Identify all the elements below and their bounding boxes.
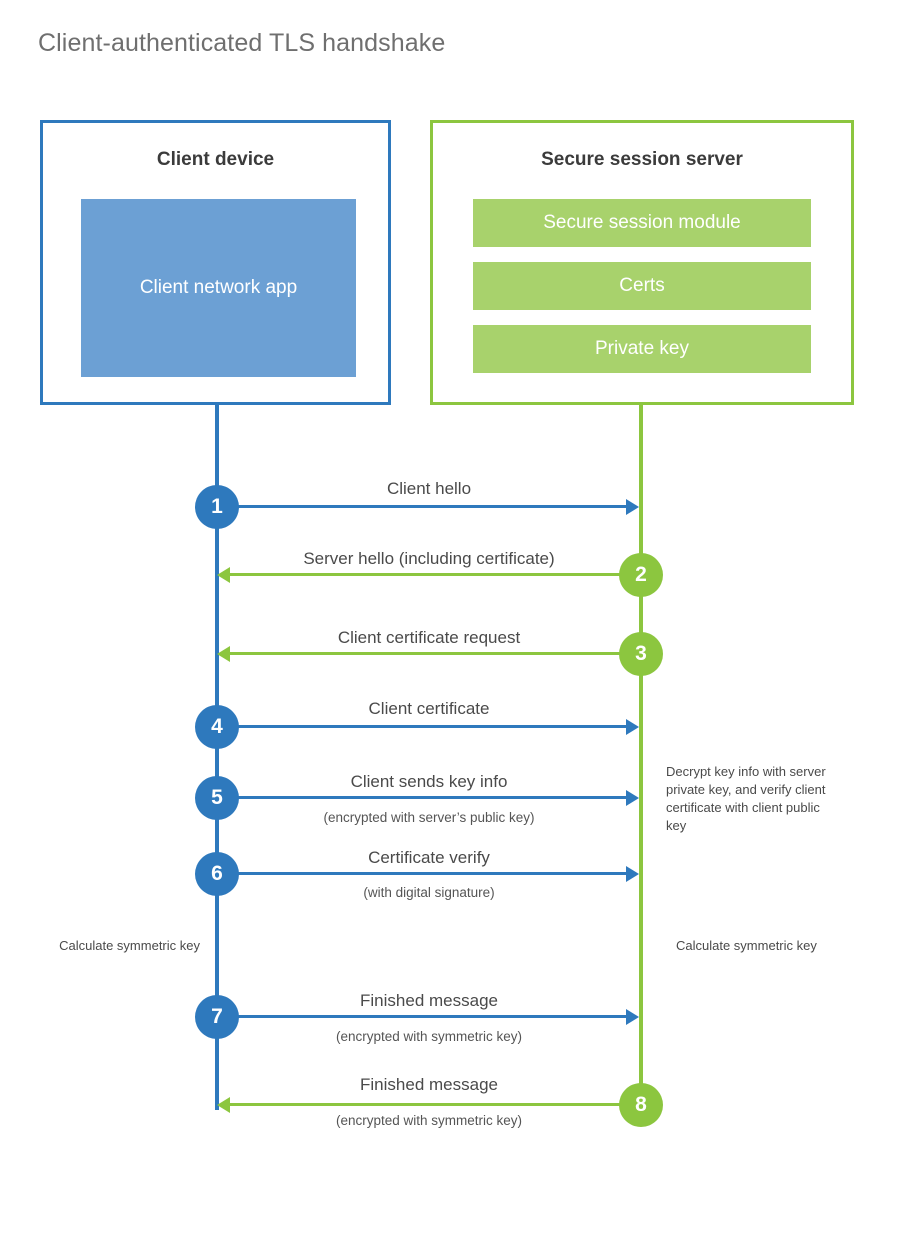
client-lifeline bbox=[215, 405, 219, 1110]
step-7-arrow-head bbox=[626, 1009, 639, 1025]
secure-session-server-box: Secure session server Secure session mod… bbox=[430, 120, 854, 405]
step-6-marker: 6 bbox=[195, 852, 239, 896]
secure-session-module-label: Secure session module bbox=[543, 212, 741, 233]
step-3-marker: 3 bbox=[619, 632, 663, 676]
private-key-label: Private key bbox=[595, 338, 689, 359]
step-7-sublabel: (encrypted with symmetric key) bbox=[335, 1029, 523, 1044]
step-8-sublabel: (encrypted with symmetric key) bbox=[335, 1113, 523, 1128]
step-5-marker: 5 bbox=[195, 776, 239, 820]
step-1-arrow-line bbox=[217, 505, 626, 508]
step-7-arrow-line bbox=[217, 1015, 626, 1018]
step-8-arrow-line bbox=[230, 1103, 641, 1106]
certs-label: Certs bbox=[619, 275, 665, 296]
secure-session-server-title: Secure session server bbox=[541, 149, 743, 170]
step-2-arrow-head bbox=[217, 567, 230, 583]
step-2-marker: 2 bbox=[619, 553, 663, 597]
private-key-block: Private key bbox=[473, 325, 811, 373]
step-5-arrow-line bbox=[217, 796, 626, 799]
client-device-title: Client device bbox=[156, 149, 275, 170]
server-lifeline bbox=[639, 405, 643, 1105]
step-4-label: Client certificate bbox=[368, 699, 490, 718]
secure-session-module-block: Secure session module bbox=[473, 199, 811, 247]
page-title: Client-authenticated TLS handshake bbox=[38, 29, 446, 57]
step-7-number: 7 bbox=[211, 1005, 223, 1028]
step-8-marker: 8 bbox=[619, 1083, 663, 1127]
certs-block: Certs bbox=[473, 262, 811, 310]
step-3-label: Client certificate request bbox=[337, 628, 521, 647]
step-4-arrow-head bbox=[626, 719, 639, 735]
step-6-arrow-head bbox=[626, 866, 639, 882]
step-4-number: 4 bbox=[211, 715, 223, 738]
step-4-marker: 4 bbox=[195, 705, 239, 749]
step-5-label: Client sends key info bbox=[350, 772, 508, 791]
server-decrypt-note: Decrypt key info with server private key… bbox=[666, 764, 826, 833]
step-6-arrow-line bbox=[217, 872, 626, 875]
step-1-number: 1 bbox=[211, 495, 223, 518]
step-3-arrow-head bbox=[217, 646, 230, 662]
server-calculate-symmetric-key-note: Calculate symmetric key bbox=[676, 938, 817, 953]
step-2-label: Server hello (including certificate) bbox=[303, 549, 555, 568]
step-6-label: Certificate verify bbox=[368, 848, 490, 867]
step-7-label: Finished message bbox=[360, 991, 498, 1010]
step-8-label: Finished message bbox=[360, 1075, 498, 1094]
step-5-sublabel: (encrypted with server’s public key) bbox=[323, 810, 535, 825]
step-2-arrow-line bbox=[230, 573, 641, 576]
step-6-number: 6 bbox=[211, 862, 223, 885]
step-7-marker: 7 bbox=[195, 995, 239, 1039]
step-4-arrow-line bbox=[217, 725, 626, 728]
step-5-arrow-head bbox=[626, 790, 639, 806]
step-3-arrow-line bbox=[230, 652, 641, 655]
step-5-number: 5 bbox=[211, 786, 223, 809]
step-1-label: Client hello bbox=[386, 479, 472, 498]
client-device-box: Client device Client network app bbox=[40, 120, 391, 405]
step-8-number: 8 bbox=[635, 1093, 647, 1116]
client-network-app-label: Client network app bbox=[139, 277, 298, 298]
step-3-number: 3 bbox=[635, 642, 647, 665]
step-1-arrow-head bbox=[626, 499, 639, 515]
step-2-number: 2 bbox=[635, 563, 647, 586]
client-network-app-block: Client network app bbox=[81, 199, 356, 377]
step-1-marker: 1 bbox=[195, 485, 239, 529]
step-8-arrow-head bbox=[217, 1097, 230, 1113]
step-6-sublabel: (with digital signature) bbox=[363, 885, 495, 900]
client-calculate-symmetric-key-note: Calculate symmetric key bbox=[59, 938, 200, 953]
